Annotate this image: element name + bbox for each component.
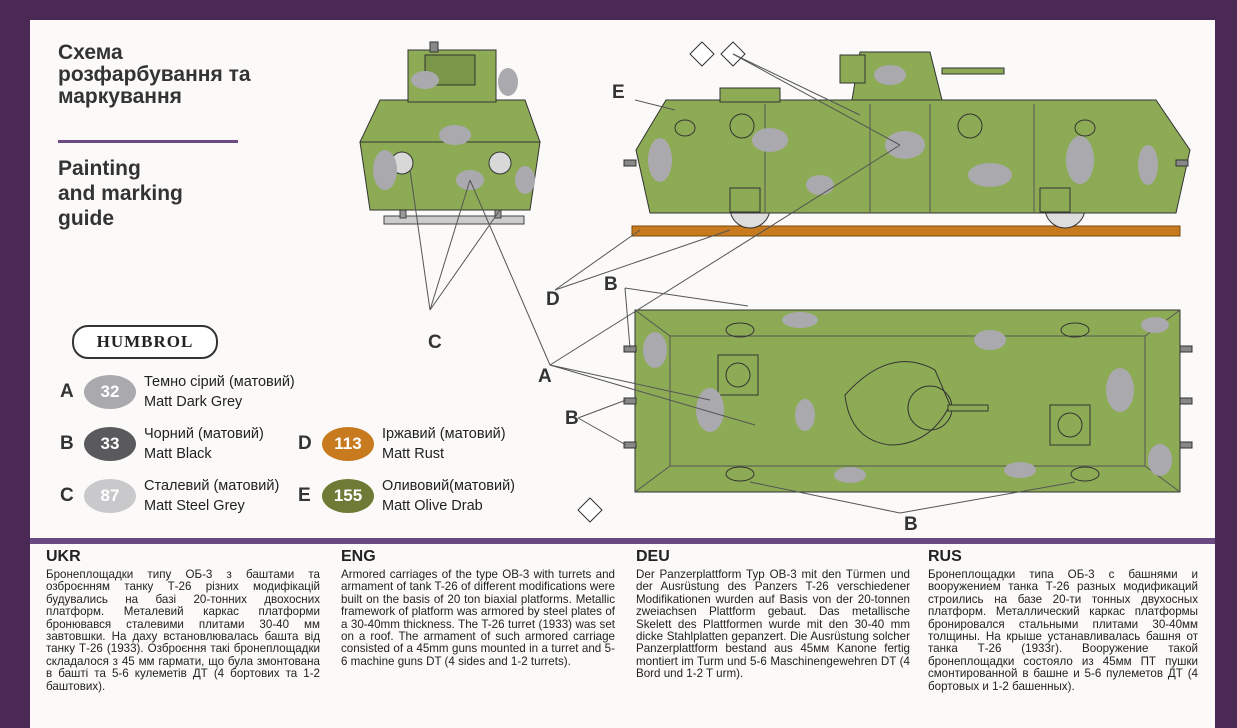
- paint-b-letter: B: [60, 433, 74, 454]
- vehicle-drawings: E D B C A B B: [359, 41, 1193, 535]
- paint-d-names: Іржавий (матовий) Matt Rust: [382, 424, 506, 464]
- description-rus-text: Бронеплощадки типа ОБ-3 с башнями и воор…: [928, 568, 1198, 693]
- front-view: [359, 41, 541, 225]
- description-eng-heading: ENG: [341, 548, 376, 565]
- title-divider: [58, 140, 238, 143]
- paint-d-name-ua: Іржавий (матовий): [382, 426, 506, 442]
- callout-e: E: [612, 82, 625, 103]
- section-divider: [30, 538, 1215, 544]
- paint-a-name-ua: Темно сірий (матовий): [144, 374, 295, 390]
- description-deu-text: Der Panzerplattform Typ OB-3 mit den Tür…: [636, 568, 910, 681]
- paint-e-swatch: 155: [322, 479, 374, 513]
- paint-c: C 87 Сталевий (матовий) Matt Steel Grey: [60, 476, 279, 516]
- description-eng-text: Armored carriages of the type OB-3 with …: [341, 568, 615, 668]
- callout-b-top: B: [604, 274, 618, 295]
- paint-b-names: Чорний (матовий) Matt Black: [144, 424, 264, 464]
- paint-c-name-en: Matt Steel Grey: [144, 498, 245, 514]
- paint-b: B 33 Чорний (матовий) Matt Black: [60, 424, 264, 464]
- top-view: [623, 309, 1193, 493]
- description-ukr-text: Бронеплощадки типу ОБ-3 з баштами та озб…: [46, 568, 320, 693]
- leader-lines: [409, 53, 1076, 514]
- callout-a: A: [538, 366, 552, 387]
- paint-b-name-ua: Чорний (матовий): [144, 426, 264, 442]
- description-rus-heading: RUS: [928, 548, 962, 565]
- description-deu-heading: DEU: [636, 548, 670, 565]
- paint-e-letter: E: [298, 485, 311, 506]
- paint-c-swatch: 87: [84, 479, 136, 513]
- title-english: Painting and marking guide: [58, 156, 183, 231]
- title-english-line-2: and marking: [58, 182, 183, 205]
- title-english-line-3: guide: [58, 207, 114, 230]
- paint-b-swatch: 33: [84, 427, 136, 461]
- paint-a-letter: A: [60, 381, 74, 402]
- painting-guide-sheet: Схема розфарбування та маркування Painti…: [30, 20, 1215, 728]
- humbrol-logo: HUMBROL: [72, 325, 218, 359]
- title-block: Схема розфарбування та маркування: [58, 42, 258, 108]
- paint-e-name-ua: Оливовий(матовий): [382, 478, 515, 494]
- description-deu: DEU Der Panzerplattform Typ OB-3 mit den…: [636, 548, 910, 681]
- paint-a-swatch: 32: [84, 375, 136, 409]
- paint-d: D 113 Іржавий (матовий) Matt Rust: [298, 424, 506, 464]
- title-ukrainian: Схема розфарбування та маркування: [58, 41, 251, 108]
- paint-e: E 155 Оливовий(матовий) Matt Olive Drab: [298, 476, 515, 516]
- paint-e-names: Оливовий(матовий) Matt Olive Drab: [382, 476, 515, 516]
- paint-a-name-en: Matt Dark Grey: [144, 394, 243, 410]
- side-view: [623, 51, 1191, 237]
- paint-d-letter: D: [298, 433, 312, 454]
- paint-c-name-ua: Сталевий (матовий): [144, 478, 280, 494]
- paint-c-names: Сталевий (матовий) Matt Steel Grey: [144, 476, 279, 516]
- description-ukr: UKR Бронеплощадки типу ОБ-3 з баштами та…: [46, 548, 320, 693]
- callout-b-left: B: [565, 408, 579, 429]
- description-rus: RUS Бронеплощадки типа ОБ-3 с башнями и …: [928, 548, 1198, 693]
- callout-c: C: [428, 332, 442, 353]
- callout-b-bottom: B: [904, 514, 918, 535]
- paint-a-names: Темно сірий (матовий) Matt Dark Grey: [144, 372, 295, 412]
- description-ukr-heading: UKR: [46, 548, 81, 565]
- callout-d: D: [546, 289, 560, 310]
- paint-c-letter: C: [60, 485, 74, 506]
- decal-markers: [577, 41, 746, 523]
- paint-a: A 32 Темно сірий (матовий) Matt Dark Gre…: [60, 372, 295, 412]
- description-eng: ENG Armored carriages of the type OB-3 w…: [341, 548, 615, 668]
- paint-e-name-en: Matt Olive Drab: [382, 498, 483, 514]
- paint-d-swatch: 113: [322, 427, 374, 461]
- paint-b-name-en: Matt Black: [144, 446, 212, 462]
- title-english-line-1: Painting: [58, 157, 141, 180]
- paint-d-name-en: Matt Rust: [382, 446, 445, 462]
